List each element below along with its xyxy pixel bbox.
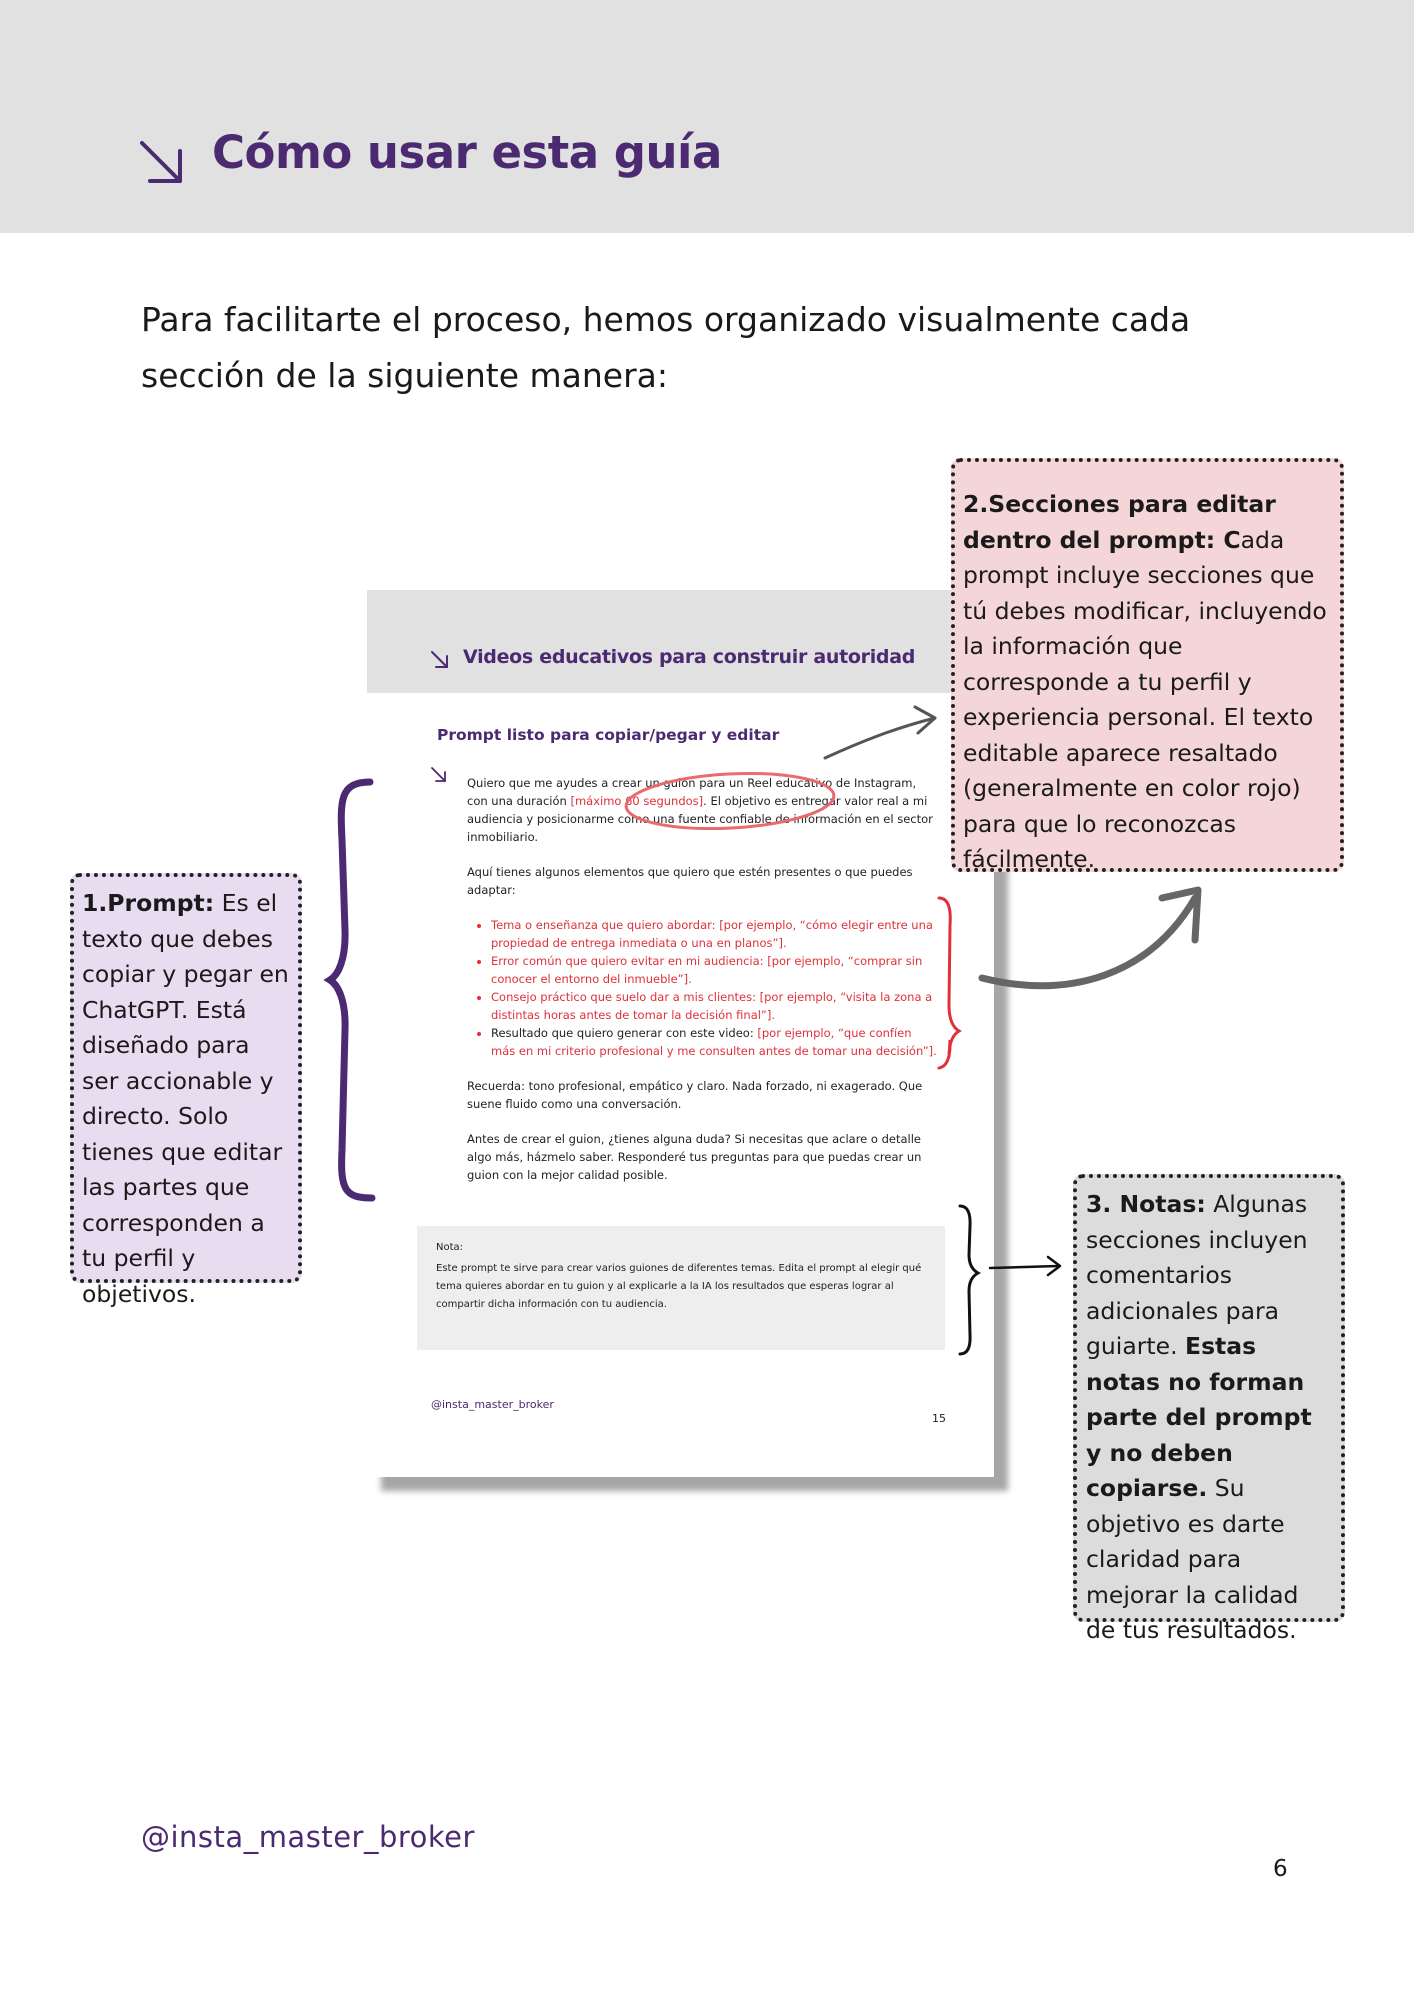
arrowhead — [1046, 1255, 1062, 1277]
list-item: Tema o enseñanza que quiero abordar: [po… — [491, 916, 937, 952]
editable-text: [por ejemplo, “que confíen más en mi cri… — [491, 1026, 937, 1058]
prompt-list: Tema o enseñanza que quiero abordar: [po… — [467, 916, 937, 1060]
example-page-title: Videos educativos para construir autorid… — [463, 646, 916, 668]
callout-text: Su objetivo es darte claridad para mejor… — [1086, 1474, 1299, 1644]
note-label: Nota: — [436, 1242, 464, 1253]
intro-text: Para facilitarte el proceso, hemos organ… — [141, 292, 1241, 404]
example-note-box: Nota: Este prompt te sirve para crear va… — [417, 1226, 945, 1350]
example-page-handle: @insta_master_broker — [431, 1398, 554, 1411]
page-title: Cómo usar esta guía — [212, 126, 722, 179]
callout-text: Es el texto que debes copiar y pegar en … — [82, 889, 289, 1308]
callout-title: 2.Secciones para editar dentro del promp… — [963, 490, 1276, 554]
prompt-brace — [323, 778, 376, 1202]
prompt-paragraph: Quiero que me ayudes a crear un guion pa… — [467, 774, 937, 846]
list-item: Error común que quiero evitar en mi audi… — [491, 952, 937, 988]
prompt-paragraph: Antes de crear el guion, ¿tienes alguna … — [467, 1132, 922, 1182]
example-page-number: 15 — [932, 1412, 946, 1425]
footer-handle: @insta_master_broker — [141, 1820, 475, 1854]
callout-title: 1.Prompt: — [82, 889, 215, 917]
editable-sections-callout: 2.Secciones para editar dentro del promp… — [951, 458, 1344, 874]
example-page-thumbnail: Videos educativos para construir autorid… — [367, 590, 994, 1477]
example-page-header — [367, 590, 994, 693]
arrow-down-right-icon — [431, 767, 446, 782]
prompt-paragraph: Recuerda: tono profesional, empático y c… — [467, 1079, 923, 1111]
list-item: Consejo práctico que suelo dar a mis cli… — [491, 988, 937, 1024]
prompt-callout: 1.Prompt: Es el texto que debes copiar y… — [70, 873, 302, 1308]
list-item: Resultado que quiero generar con este vi… — [491, 1024, 937, 1060]
callout-text: Algunas secciones incluyen comentarios a… — [1086, 1190, 1308, 1360]
arrow-down-right-icon — [431, 651, 448, 668]
example-page-subtitle: Prompt listo para copiar/pegar y editar — [437, 726, 780, 744]
editable-text: [máximo 60 segundos] — [570, 794, 704, 808]
note-text: Este prompt te sirve para crear varios g… — [436, 1263, 922, 1310]
curved-arrowhead — [1158, 886, 1202, 944]
curved-arrow-to-editable — [978, 894, 1199, 990]
callout-text: ada prompt incluye secciones que tú debe… — [963, 525, 1327, 874]
callout-bold-text: Estas notas no forman parte del prompt y… — [1086, 1332, 1312, 1502]
prompt-text: Resultado que quiero generar con este vi… — [491, 1026, 758, 1040]
intro-line-2: sección de la siguiente manera: — [141, 356, 669, 395]
example-prompt-body: Quiero que me ayudes a crear un guion pa… — [467, 774, 937, 1201]
arrow-down-right-icon — [140, 141, 182, 183]
notes-callout: 3. Notas: Algunas secciones incluyen com… — [1073, 1174, 1345, 1644]
arrow-to-notes — [988, 1264, 1060, 1270]
callout-title: 3. Notas: — [1086, 1190, 1206, 1218]
header-band — [0, 0, 1414, 233]
prompt-paragraph: Aquí tienes algunos elementos que quiero… — [467, 865, 913, 897]
page-number: 6 — [1273, 1856, 1288, 1882]
intro-line-1: Para facilitarte el proceso, hemos organ… — [141, 300, 1191, 339]
